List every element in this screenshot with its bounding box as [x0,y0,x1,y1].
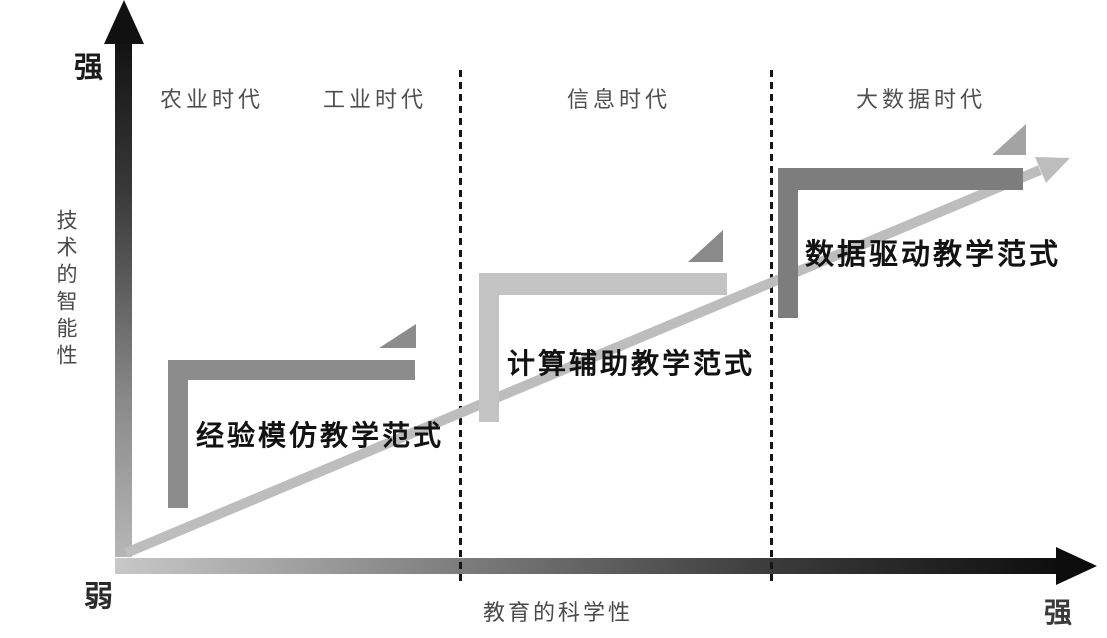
x-axis-strong-label: 强 [1044,598,1073,629]
y-axis-strong-label: 强 [74,52,104,84]
era-label-information: 信息时代 [566,87,672,112]
y-axis-line [115,40,132,557]
x-axis-title: 教育的科学性 [482,600,634,625]
origin-weak-label: 弱 [84,581,114,613]
trend-arrow-shaft [124,165,1042,558]
paradigm1-step-vertical-bar [168,360,188,508]
paradigm2-label: 计算辅助教学范式 [507,348,756,379]
y-axis-title: 技术的智能性 [54,209,78,371]
paradigm3-step-horizontal-bar [778,168,1023,190]
era-label-industrial: 工业时代 [322,87,428,112]
paradigm1-label: 经验模仿教学范式 [196,420,445,451]
era-label-bigdata: 大数据时代 [855,87,987,112]
paradigm3-label: 数据驱动教学范式 [805,239,1062,271]
paradigm1-step-horizontal-bar [168,360,415,380]
paradigm3-step-vertical-bar [778,168,798,318]
x-axis-arrowhead-icon [1056,547,1097,585]
paradigm2-step-horizontal-bar [479,273,727,295]
x-axis-line [115,558,1060,574]
paradigm2-step-vertical-bar [479,273,499,422]
era-label-agricultural: 农业时代 [159,87,265,112]
trend-arrowhead-icon [1035,157,1070,183]
era-separator-1 [459,70,462,586]
era-separator-2 [770,70,773,586]
y-axis-arrowhead-icon [104,0,144,44]
